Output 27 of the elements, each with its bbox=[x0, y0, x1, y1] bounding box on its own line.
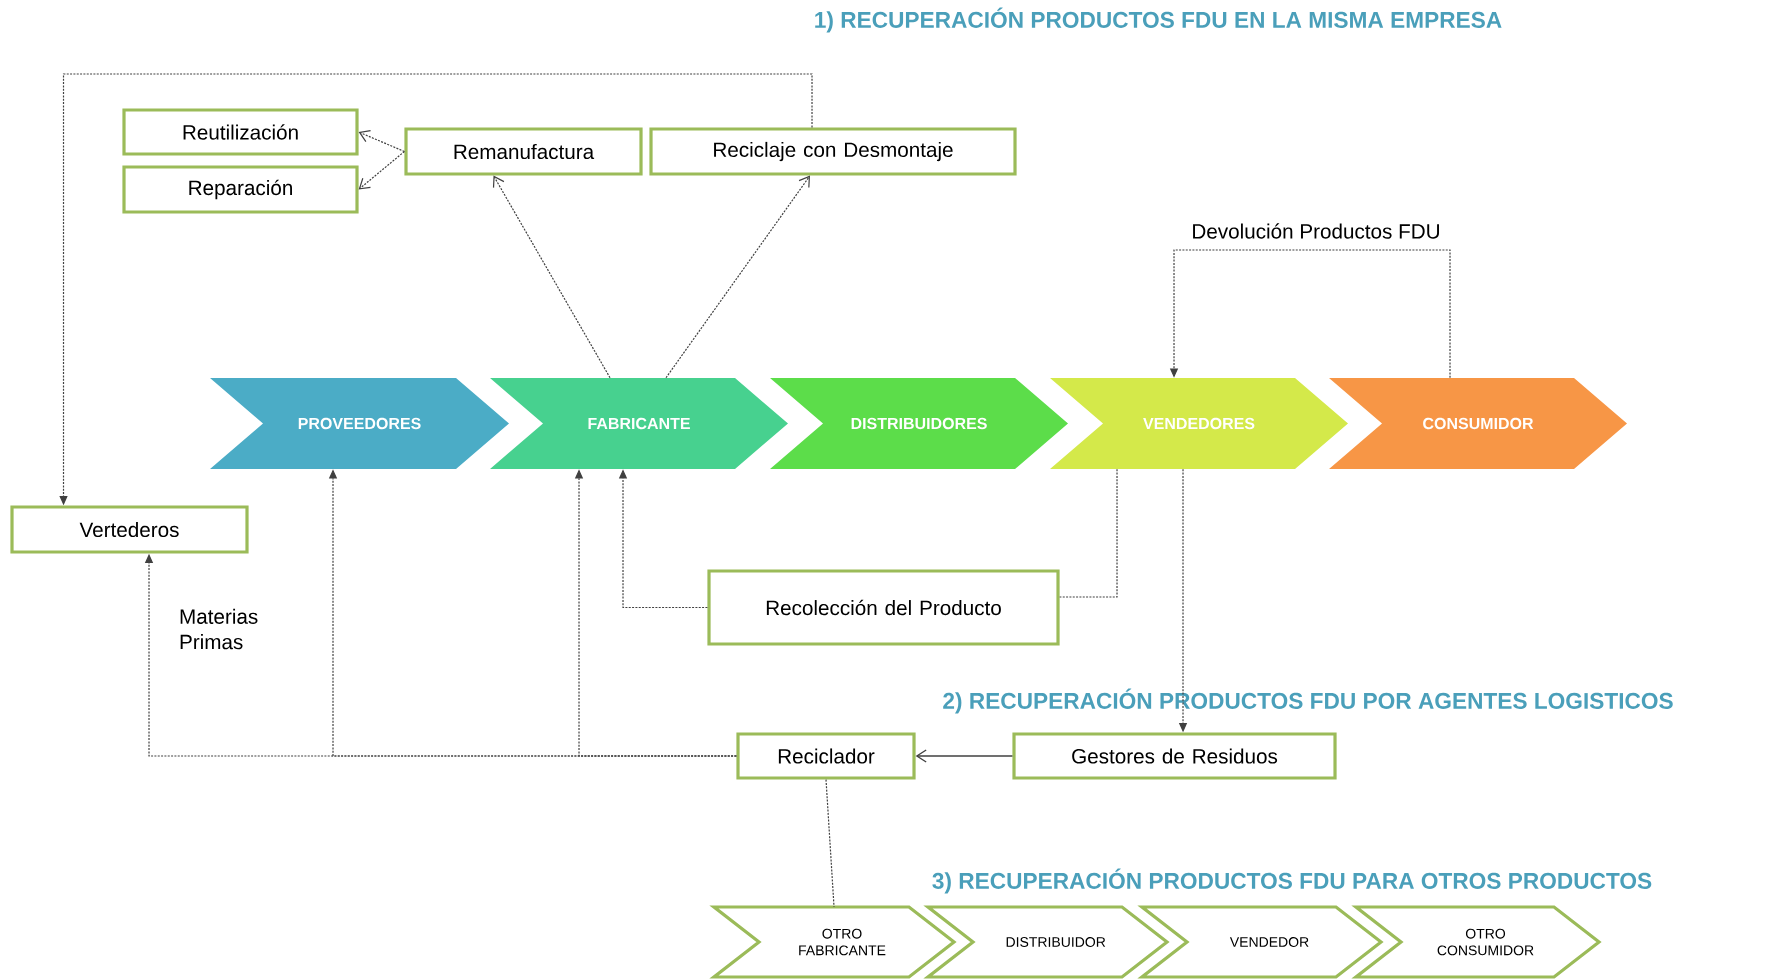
process-box: Gestores de Residuos bbox=[1012, 732, 1337, 780]
chevron-step: DISTRIBUIDORES bbox=[770, 378, 1068, 469]
arrow bbox=[492, 175, 611, 379]
arrow bbox=[358, 130, 405, 153]
arrow bbox=[915, 749, 1014, 763]
chevron-step: FABRICANTE bbox=[490, 378, 788, 469]
arrow bbox=[665, 175, 810, 379]
chevron-step: OTRO CONSUMIDOR bbox=[1351, 905, 1602, 979]
edge-label: Devolución Productos FDU bbox=[1190, 221, 1442, 241]
process-box: Reutilización bbox=[122, 108, 359, 156]
process-box: Reciclador bbox=[736, 732, 916, 780]
process-box: Recolección del Producto bbox=[707, 569, 1060, 646]
process-box: Reparación bbox=[122, 165, 359, 214]
process-box: Reciclaje con Desmontaje bbox=[649, 127, 1017, 176]
process-box: Vertederos bbox=[10, 505, 249, 554]
chevron-step: VENDEDORES bbox=[1050, 378, 1348, 469]
chevron-step: OTRO FABRICANTE bbox=[709, 905, 957, 979]
chevron-step: CONSUMIDOR bbox=[1329, 378, 1627, 469]
section-heading: 1) RECUPERACIÓN PRODUCTOS FDU EN LA MISMA EMPRESA bbox=[812, 6, 1504, 34]
flow-label: Materias Primas bbox=[180, 608, 258, 650]
chevron-step: DISTRIBUIDOR bbox=[923, 905, 1170, 979]
chevron-step: PROVEEDORES bbox=[210, 378, 509, 469]
process-box: Remanufactura bbox=[404, 127, 643, 176]
chevron-step: VENDEDOR bbox=[1137, 905, 1384, 979]
section-heading: 2) RECUPERACIÓN PRODUCTOS FDU POR AGENTES LOGISTICOS bbox=[941, 687, 1675, 715]
arrow bbox=[358, 150, 405, 190]
section-heading: 3) RECUPERACIÓN PRODUCTOS FDU PARA OTROS PRODUCTOS bbox=[930, 867, 1654, 895]
